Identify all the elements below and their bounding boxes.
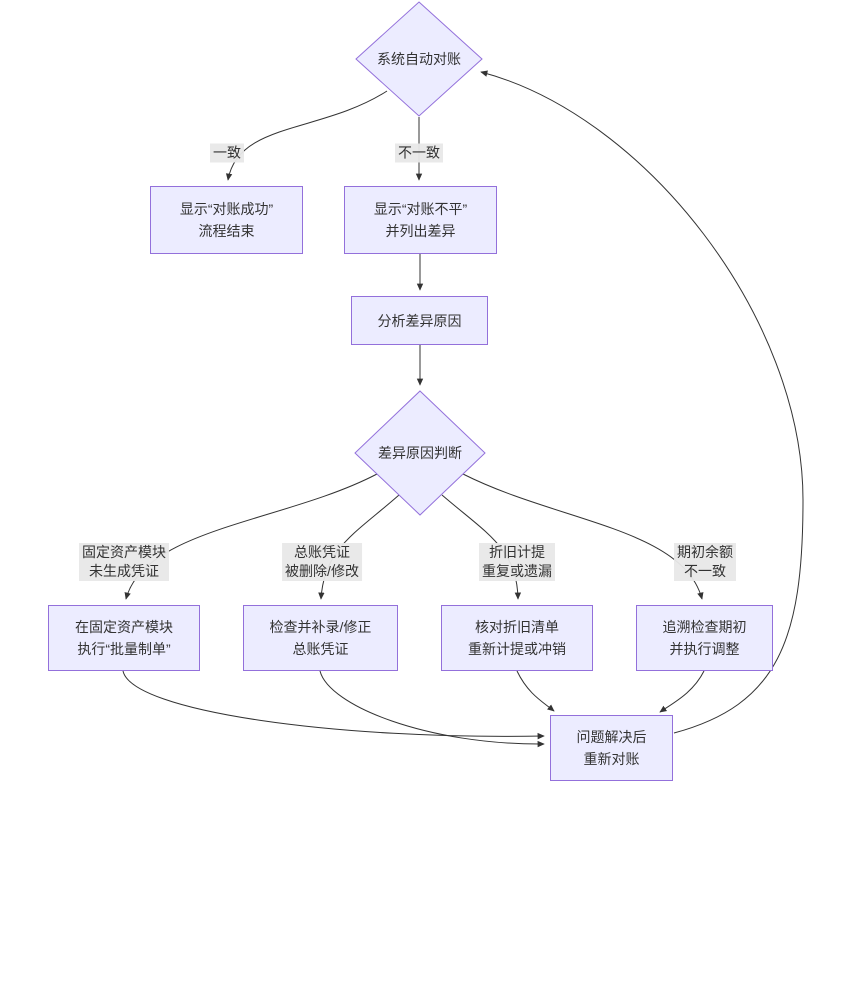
node-redo: 问题解决后 重新对账 [550,715,673,781]
edge-start-to-success [225,90,388,181]
edge-fix-fixed-assets-to-redo [122,670,545,740]
node-fix-depreciation: 核对折旧清单 重新计提或冲销 [441,605,593,671]
edge-label-cause-fixed-assets: 固定资产模块 未生成凭证 [79,543,169,581]
node-fix-general-ledger: 检查并补录/修正 总账凭证 [243,605,398,671]
edge-label-cause-depreciation: 折旧计提 重复或遗漏 [479,543,555,581]
edge-label-cause-general-ledger: 总账凭证 被删除/修改 [282,543,362,581]
edge-judge-to-fix-depreciation [441,494,522,600]
judge-decision-shape [354,390,486,516]
edge-label-mismatch: 不一致 [395,143,443,163]
start-decision-label: 系统自动对账 [377,51,461,67]
node-analyze: 分析差异原因 [351,296,488,345]
node-fix-fixed-assets: 在固定资产模块 执行“批量制单” [48,605,200,671]
edge-label-cause-opening-balance: 期初余额 不一致 [674,543,736,581]
edge-redo-loop-to-start [480,70,804,734]
node-unbalanced: 显示“对账不平” 并列出差异 [344,186,497,254]
edge-label-match: 一致 [210,143,244,163]
judge-decision-label: 差异原因判断 [378,445,462,461]
node-success: 显示“对账成功” 流程结束 [150,186,303,254]
start-decision-shape [355,1,483,117]
edge-fix-general-ledger-to-redo [319,670,545,748]
edge-judge-to-fix-general-ledger [318,494,400,600]
edge-fix-opening-balance-to-redo [659,670,705,713]
node-fix-opening-balance: 追溯检查期初 并执行调整 [636,605,773,671]
edge-fix-depreciation-to-redo [516,670,555,712]
